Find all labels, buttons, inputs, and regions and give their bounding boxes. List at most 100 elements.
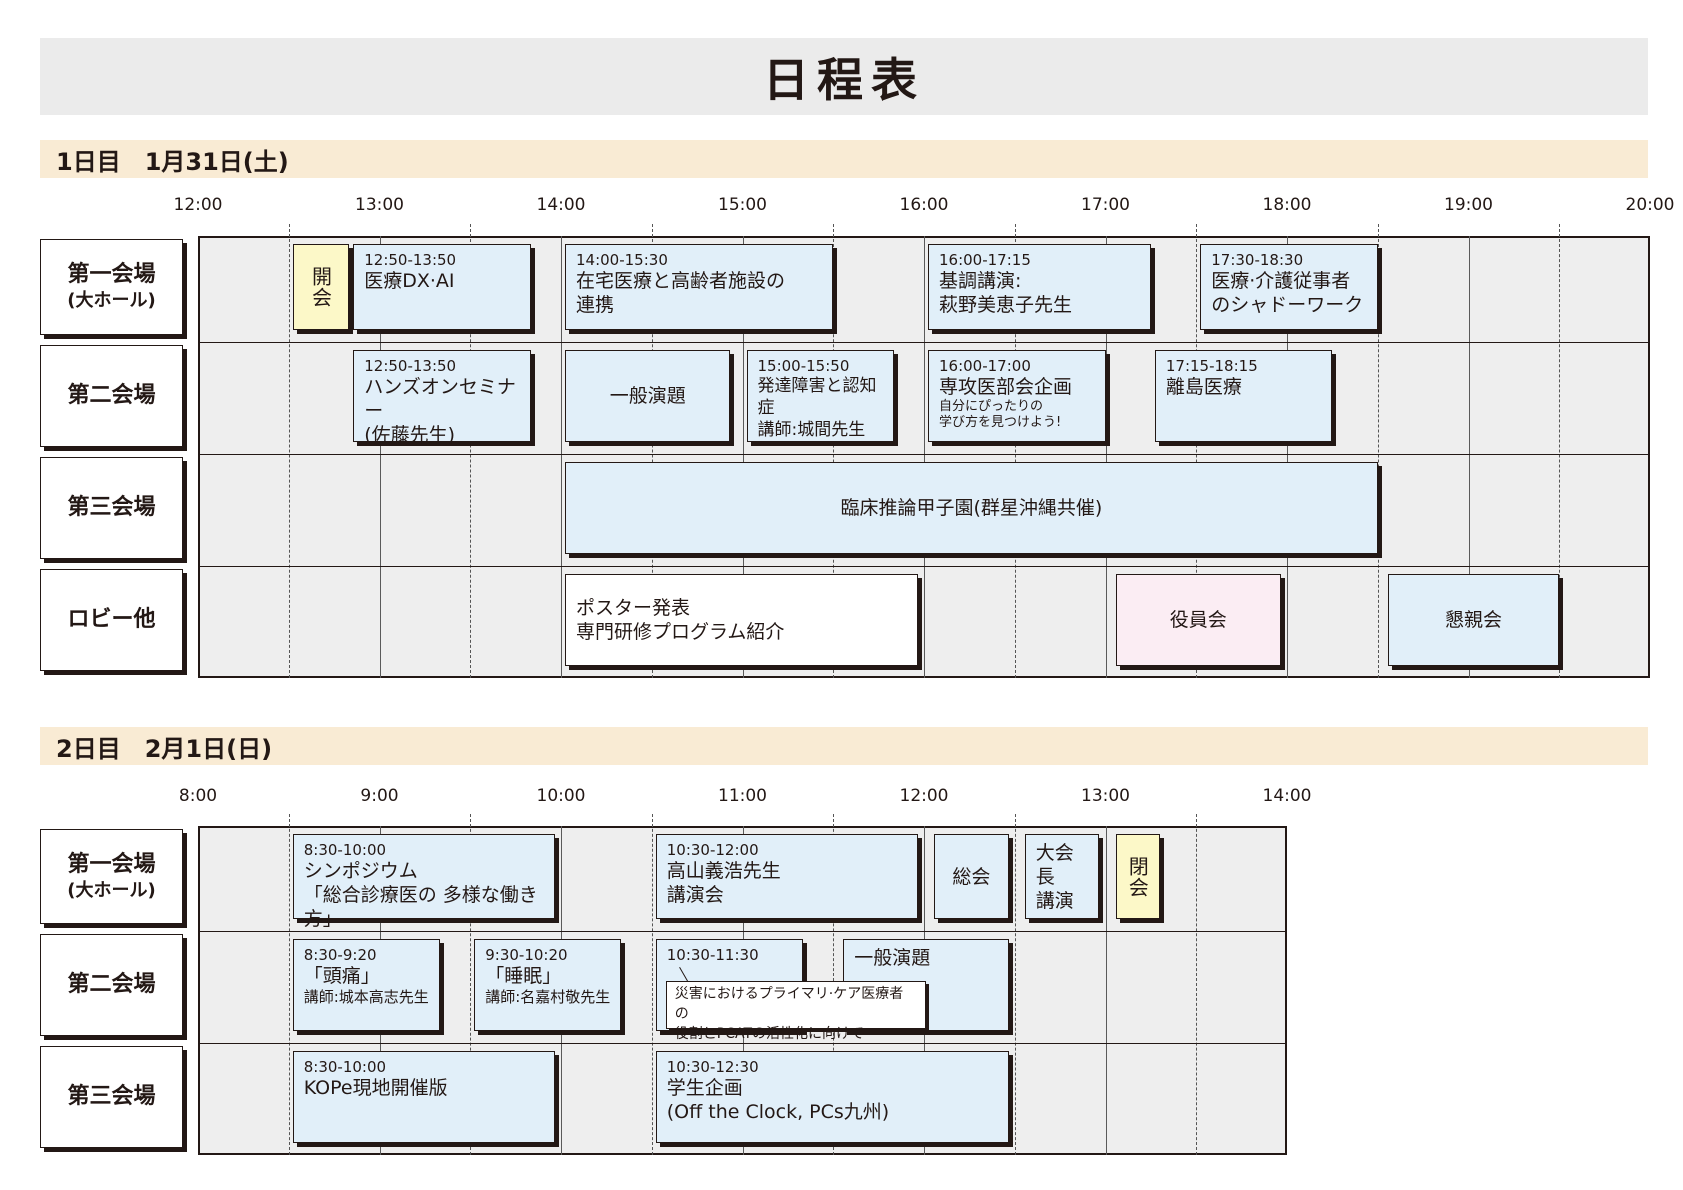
half-hour-gridline [833, 224, 835, 678]
venue-name: 第三会場 [67, 1084, 156, 1109]
venue-name: ロビー他 [67, 607, 156, 632]
row-separator [198, 1043, 1287, 1044]
row-separator [198, 342, 1650, 343]
session-title: 基調講演: 萩野美恵子先生 [939, 270, 1073, 316]
time-tick-label: 20:00 [1625, 195, 1675, 215]
session-block[interactable]: 9:30-10:20「睡眠」講師:名嘉村敬先生 [474, 939, 622, 1031]
session-note: 講師:城本高志先生 [303, 988, 429, 1006]
time-tick-label: 11:00 [718, 786, 767, 806]
session-time: 10:30-11:30 [666, 946, 759, 964]
hour-gridline [1468, 236, 1470, 678]
row-separator [198, 566, 1650, 567]
time-tick-label: 12:00 [899, 786, 949, 806]
session-block[interactable]: 臨床推論甲子園(群星沖縄共催) [565, 462, 1378, 554]
session-note: 講師:名嘉村敬先生 [485, 988, 611, 1006]
session-time: 10:30-12:30 [666, 1058, 759, 1076]
venue-subname: (大ホール) [67, 879, 156, 901]
venue-label: 第一会場 (大ホール) [40, 239, 183, 335]
hour-gridline [379, 236, 381, 678]
session-title: 総会 [952, 865, 991, 888]
session-time: 12:50-13:50 [364, 251, 457, 269]
day1-heading: 1日目 1月31日(土) [40, 140, 1648, 178]
time-tick-label: 14:00 [1262, 786, 1312, 806]
title-bar: 日程表 [40, 38, 1648, 115]
session-title: ハンズオンセミナー (佐藤先生) [364, 376, 516, 446]
hour-gridline [1287, 236, 1288, 678]
session-block[interactable]: 8:30-9:20「頭痛」講師:城本高志先生 [292, 939, 440, 1031]
half-hour-gridline [651, 814, 653, 1155]
venue-label: 第二会場 [40, 934, 183, 1036]
hour-gridline [1105, 236, 1107, 678]
half-hour-gridline [470, 814, 472, 1155]
session-time: 8:30-9:20 [303, 946, 377, 964]
session-title: 大会長 講演 [1035, 841, 1074, 912]
session-callout: 災害におけるプライマリ·ケア医療者の 役割とPCATの活性化に向けて [665, 981, 926, 1042]
session-title: 懇親会 [1445, 609, 1503, 631]
time-tick-label: 8:00 [178, 786, 218, 806]
session-time: 16:00-17:00 [939, 357, 1031, 375]
session-time: 14:00-15:30 [576, 251, 668, 269]
time-tick-label: 9:00 [360, 786, 399, 806]
half-hour-gridline [1196, 224, 1198, 678]
session-block[interactable]: 大会長 講演 [1024, 834, 1100, 919]
session-block[interactable]: ポスター発表 専門研修プログラム紹介 [565, 574, 918, 666]
session-block[interactable]: 懇親会 [1387, 574, 1560, 666]
hour-gridline [924, 236, 925, 678]
session-block[interactable]: 役員会 [1115, 574, 1281, 666]
session-title: 「頭痛」 [303, 965, 380, 987]
hour-gridline [561, 236, 562, 678]
session-block-vertical[interactable]: 閉会 [1115, 834, 1160, 919]
time-tick-label: 16:00 [899, 195, 949, 215]
venue-label: ロビー他 [40, 569, 183, 671]
session-title: 医療·介護従事者 のシャドーワーク [1211, 270, 1364, 316]
time-tick-label: 14:00 [536, 195, 586, 215]
venue-subname: (大ホール) [67, 290, 156, 311]
session-time: 17:15-18:15 [1165, 357, 1258, 375]
session-time: 12:50-13:50 [364, 357, 457, 375]
session-time: 8:30-10:00 [303, 1058, 387, 1076]
session-block[interactable]: 一般演題 [843, 939, 1009, 1031]
venue-label: 第三会場 [40, 457, 183, 559]
page-title: 日程表 [763, 52, 925, 107]
venue-label: 第三会場 [40, 1046, 183, 1148]
half-hour-gridline [1014, 814, 1016, 1155]
half-hour-gridline [1377, 224, 1379, 678]
session-time: 9:30-10:20 [485, 946, 568, 964]
session-title: KOPe現地開催版 [303, 1077, 448, 1099]
session-title: 離島医療 [1165, 376, 1242, 398]
session-block-vertical[interactable]: 開会 [292, 244, 350, 330]
session-title: 在宅医療と高齢者施設の 連携 [576, 270, 786, 316]
time-tick-label: 19:00 [1444, 195, 1493, 215]
time-tick-label: 18:00 [1262, 195, 1312, 215]
session-title: 役員会 [1169, 609, 1227, 631]
half-hour-gridline [651, 224, 653, 678]
venue-name: 第三会場 [67, 495, 156, 520]
session-block[interactable]: 一般演題 [565, 350, 731, 442]
hour-gridline [742, 236, 744, 678]
session-title: 一般演題 [609, 385, 686, 407]
venue-name: 第一会場 [67, 262, 156, 287]
time-tick-label: 13:00 [355, 195, 404, 215]
session-time: 16:00-17:15 [939, 251, 1031, 269]
session-title: 一般演題 [854, 947, 931, 969]
session-block[interactable]: 総会 [934, 834, 1009, 919]
session-title: ポスター発表 専門研修プログラム紹介 [576, 597, 785, 643]
time-tick-label: 17:00 [1081, 195, 1130, 215]
time-tick-label: 15:00 [718, 195, 767, 215]
half-hour-gridline [288, 224, 290, 678]
row-separator [198, 454, 1650, 455]
time-tick-label: 13:00 [1081, 786, 1130, 806]
